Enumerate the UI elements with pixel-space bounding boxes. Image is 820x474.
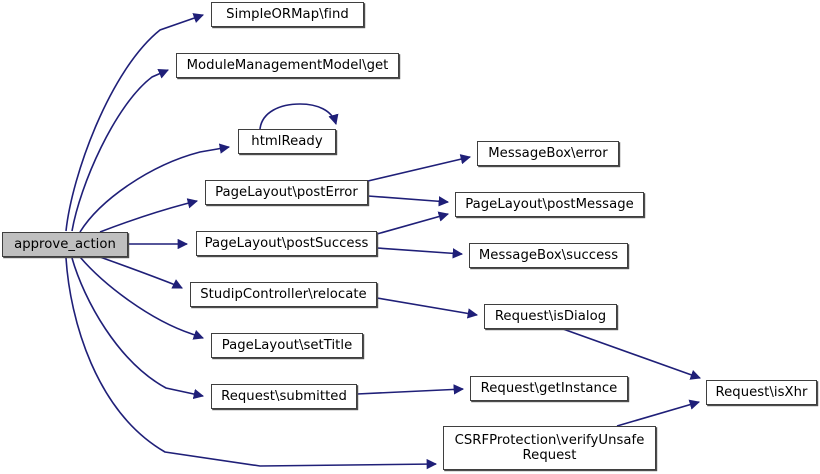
node-label: MessageBox\error: [488, 146, 608, 161]
edge-approve_action-mmm_get: [71, 68, 169, 232]
edge-csrf_verify-req_isxhr: [616, 399, 700, 427]
node-request-getinstance[interactable]: Request\getInstance: [470, 376, 628, 401]
node-label: htmlReady: [251, 134, 323, 149]
node-label: PageLayout\setTitle: [221, 338, 353, 353]
node-approve-action[interactable]: approve_action: [2, 232, 128, 257]
node-messagebox-error[interactable]: MessageBox\error: [477, 141, 619, 166]
node-simpleormap-find[interactable]: SimpleORMap\find: [211, 2, 364, 27]
node-messagebox-success[interactable]: MessageBox\success: [469, 243, 628, 268]
node-request-submitted[interactable]: Request\submitted: [211, 384, 357, 409]
edge-pl_posterror-mb_error: [367, 154, 472, 182]
node-label: Request\isDialog: [494, 309, 607, 324]
node-request-isxhr[interactable]: Request\isXhr: [706, 380, 817, 405]
edge-htmlready-htmlready: [259, 103, 339, 130]
node-label: ModuleManagementModel\get: [186, 58, 389, 73]
node-label: Request\isXhr: [715, 385, 808, 400]
node-request-isdialog[interactable]: Request\isDialog: [484, 304, 617, 329]
node-label: SimpleORMap\find: [226, 7, 349, 22]
edge-pl_posterror-pl_postmessage: [367, 195, 450, 207]
node-csrfprotection-verifyunsaferequest[interactable]: CSRFProtection\verifyUnsafe Request: [443, 426, 656, 470]
edge-sc_relocate-req_isdialog: [376, 297, 479, 319]
node-label: PageLayout\postSuccess: [204, 236, 369, 251]
node-modulemanagementmodel-get[interactable]: ModuleManagementModel\get: [176, 53, 399, 78]
node-label: PageLayout\postMessage: [465, 197, 634, 212]
edge-approve_action-sc_relocate: [99, 256, 183, 289]
node-pagelayout-posterror[interactable]: PageLayout\postError: [205, 180, 368, 205]
edge-approve_action-simpleormap_find: [65, 13, 204, 232]
node-label: Request\submitted: [221, 389, 347, 404]
node-label: Request\getInstance: [480, 381, 618, 396]
node-label: MessageBox\success: [478, 248, 619, 263]
edge-pl_postsuccess-pl_postmessage: [376, 211, 450, 235]
edge-req_submitted-req_getinstance: [356, 384, 465, 395]
node-label: CSRFProtection\verifyUnsafe Request: [454, 433, 645, 463]
node-label: approve_action: [14, 237, 116, 252]
node-htmlready[interactable]: htmlReady: [238, 129, 336, 154]
edge-pl_postsuccess-mb_success: [376, 247, 464, 259]
node-pagelayout-postmessage[interactable]: PageLayout\postMessage: [455, 192, 644, 217]
edge-approve_action-req_submitted: [71, 257, 205, 400]
node-pagelayout-settitle[interactable]: PageLayout\setTitle: [211, 333, 363, 358]
edge-req_isdialog-req_isxhr: [562, 328, 701, 380]
node-label: StudipController\relocate: [200, 287, 367, 302]
edge-approve_action-pl_posterror: [99, 198, 199, 233]
node-studipcontroller-relocate[interactable]: StudipController\relocate: [190, 282, 377, 307]
node-pagelayout-postsuccess[interactable]: PageLayout\postSuccess: [196, 231, 377, 256]
node-label: PageLayout\postError: [215, 185, 358, 200]
edge-approve_action-pl_settitle: [79, 256, 204, 340]
